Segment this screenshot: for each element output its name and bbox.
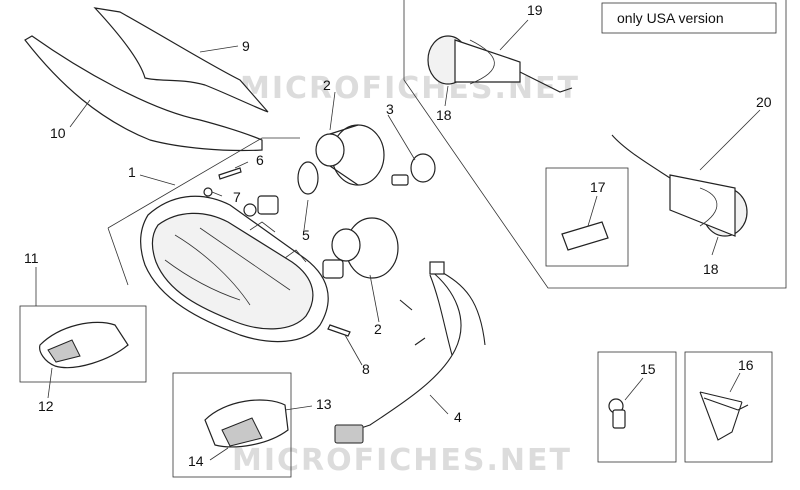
label-3: 3 — [386, 101, 394, 117]
bulb-cover-lower — [331, 217, 399, 279]
screw-6 — [218, 167, 242, 180]
turn-signal-lower — [611, 134, 748, 237]
fairing-panel-9 — [93, 7, 269, 113]
headlight-bulb-upper — [243, 195, 279, 217]
label-5: 5 — [302, 227, 310, 243]
label-12: 12 — [38, 398, 54, 414]
indicator-light-14 — [204, 399, 289, 448]
screw-8 — [327, 324, 351, 337]
usa-note-text: only USA version — [617, 10, 724, 26]
label-2-lower: 2 — [374, 321, 382, 337]
spring-clip-16 — [699, 391, 749, 441]
bulb-holder-ring — [297, 161, 319, 195]
fastener-15 — [608, 398, 626, 429]
part-17-box — [545, 167, 629, 267]
leader-lines — [35, 19, 761, 461]
watermark-bottom: MICROFICHES.NET — [232, 443, 572, 478]
headlight-housing — [140, 195, 329, 343]
label-11: 11 — [24, 250, 39, 266]
label-13: 13 — [316, 396, 332, 412]
label-7: 7 — [233, 189, 241, 205]
headlight-group-outline — [107, 137, 300, 286]
label-16: 16 — [738, 357, 754, 373]
usa-version-outline — [403, 0, 787, 289]
label-18-upper: 18 — [436, 107, 452, 123]
washer-7 — [203, 187, 213, 197]
indicator-light-12 — [39, 321, 129, 369]
label-8: 8 — [362, 361, 370, 377]
label-2-upper: 2 — [323, 77, 331, 93]
label-6: 6 — [256, 152, 264, 168]
headlight-bulb-lower — [322, 259, 344, 279]
label-9: 9 — [242, 38, 250, 54]
label-20: 20 — [756, 94, 772, 110]
label-17: 17 — [590, 179, 606, 195]
label-14: 14 — [188, 453, 204, 469]
label-1: 1 — [128, 164, 136, 180]
label-19: 19 — [527, 2, 543, 18]
wiring-harness — [334, 261, 486, 444]
part-16-box — [684, 351, 773, 463]
label-4: 4 — [454, 409, 462, 425]
usa-note-box — [601, 2, 777, 34]
label-10: 10 — [50, 125, 66, 141]
group-box-13 — [172, 372, 292, 478]
bulb-cover-upper — [315, 124, 385, 186]
bulb-socket — [391, 153, 436, 186]
fairing-panel-10 — [24, 35, 263, 152]
label-15: 15 — [640, 361, 656, 377]
part-15-box — [597, 351, 677, 463]
turn-signal-upper — [427, 35, 573, 93]
label-18-lower: 18 — [703, 261, 719, 277]
group-box-11 — [19, 305, 147, 383]
connector-17 — [561, 221, 609, 251]
watermark-top: MICROFICHES.NET — [240, 71, 580, 106]
